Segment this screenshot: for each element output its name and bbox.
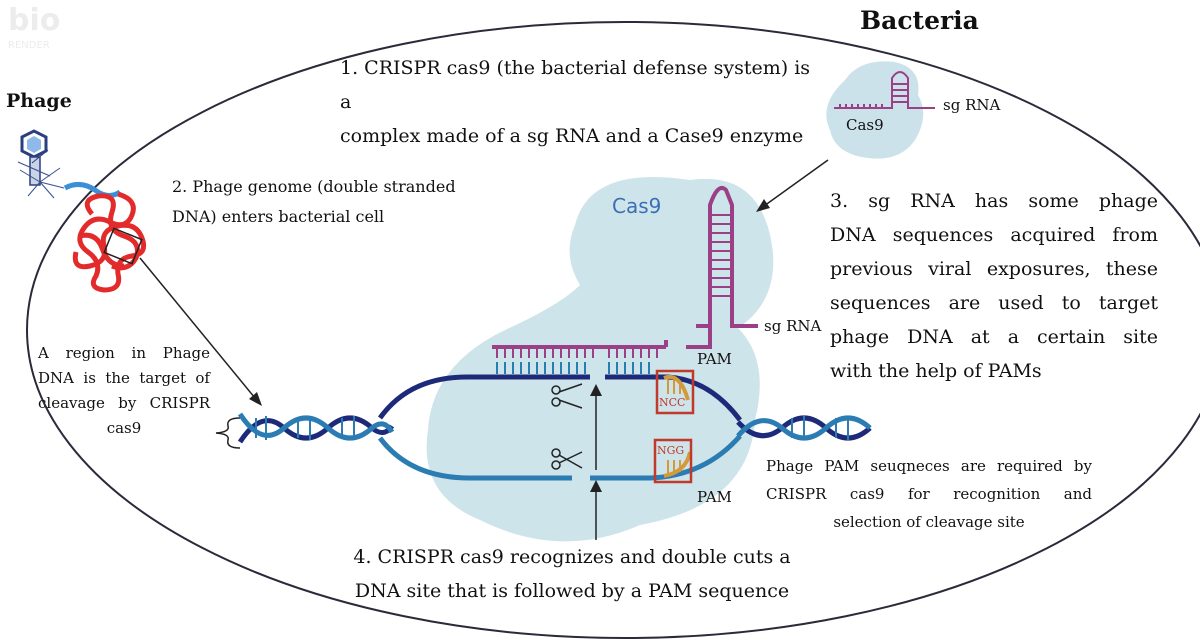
step3-line: DNA sequences acquired from [830,224,1158,246]
arrow-cut-bottom [590,480,602,540]
svg-text:RENDER: RENDER [8,40,50,51]
phage-label: Phage [6,90,72,112]
cas9-large-label: Cas9 [612,194,662,218]
step3-line: phage DNA at a certain site [830,326,1158,348]
step3-line: 3. sg RNA has some phage [830,190,1158,212]
target-region-box [103,227,143,265]
step2-text: 2. Phage genome (double stranded DNA) en… [172,172,492,232]
bacteria-title: Bacteria [860,6,979,35]
sgrna-small-label: sg RNA [943,96,1001,114]
sgrna-base-ticks [496,347,658,358]
svg-text:bio: bio [8,3,60,38]
phage-genome-coil-icon [72,191,147,293]
biorender-logo: bio RENDER [8,3,60,51]
dna-bottom-strand [378,434,742,481]
step1-line1: 1. CRISPR cas9 (the bacterial defense sy… [340,57,811,113]
target-note-line: A region in Phage [38,344,210,362]
pam-note-line: Phage PAM seuqneces are required by [766,457,1092,475]
target-note: A region in Phage DNA is the target of c… [38,341,210,441]
cas9-protein-blob [426,177,774,542]
step2-line1: 2. Phage genome (double stranded [172,177,456,196]
phage-particle-icon [17,129,122,199]
sgrna-rungs [710,214,732,297]
step4-line1: 4. CRISPR cas9 recognizes and double cut… [353,546,791,568]
target-note-line: cas9 [106,419,142,437]
step4-text: 4. CRISPR cas9 recognizes and double cut… [322,540,822,608]
target-note-line: DNA is the target of [38,369,210,387]
bacteria-cell-outline [26,21,1200,639]
step3-line: previous viral exposures, these [830,258,1158,280]
pam-bottom-box [653,438,693,484]
arrow-cas9-enters [756,159,829,212]
dna-helix-left-rungs [255,416,355,440]
target-note-line: cleavage by CRISPR [38,394,210,412]
pam-note: Phage PAM seuqneces are required by CRIS… [766,452,1092,536]
step3-text: 3. sg RNA has some phage DNA sequences a… [830,184,1158,388]
scissors-top-icon [551,383,583,409]
dna-helix-left [237,412,395,444]
cas9-small-blob [826,61,924,159]
pam-bottom-label: PAM [697,488,732,506]
pam-top-box [655,369,695,415]
pam-top-label: PAM [697,350,732,368]
step2-line2: DNA) enters bacterial cell [172,207,385,226]
cas9-small-label: Cas9 [846,116,884,134]
step1-text: 1. CRISPR cas9 (the bacterial defense sy… [340,51,820,153]
pam-note-line: selection of cleavage site [833,513,1025,531]
sgrna-large-label: sg RNA [764,317,822,335]
step3-line: sequences are used to target [830,292,1158,314]
arrow-cut-top [590,384,602,470]
ngg-label: NGG [657,444,685,457]
ncc-label: NCC [659,396,686,409]
step1-line2: complex made of a sg RNA and a Case9 enz… [340,125,804,147]
target-dna-ticks [496,362,650,374]
step4-line2: DNA site that is followed by a PAM seque… [354,580,790,602]
scissors-bottom-icon [551,448,583,470]
brace-icon [215,417,241,449]
arrow-target-region [139,257,262,406]
dna-helix-right-rungs [791,416,849,440]
sgrna-small-icon [834,71,935,109]
step3-line: with the help of PAMs [830,360,1042,382]
pam-note-line: CRISPR cas9 for recognition and [766,485,1092,503]
